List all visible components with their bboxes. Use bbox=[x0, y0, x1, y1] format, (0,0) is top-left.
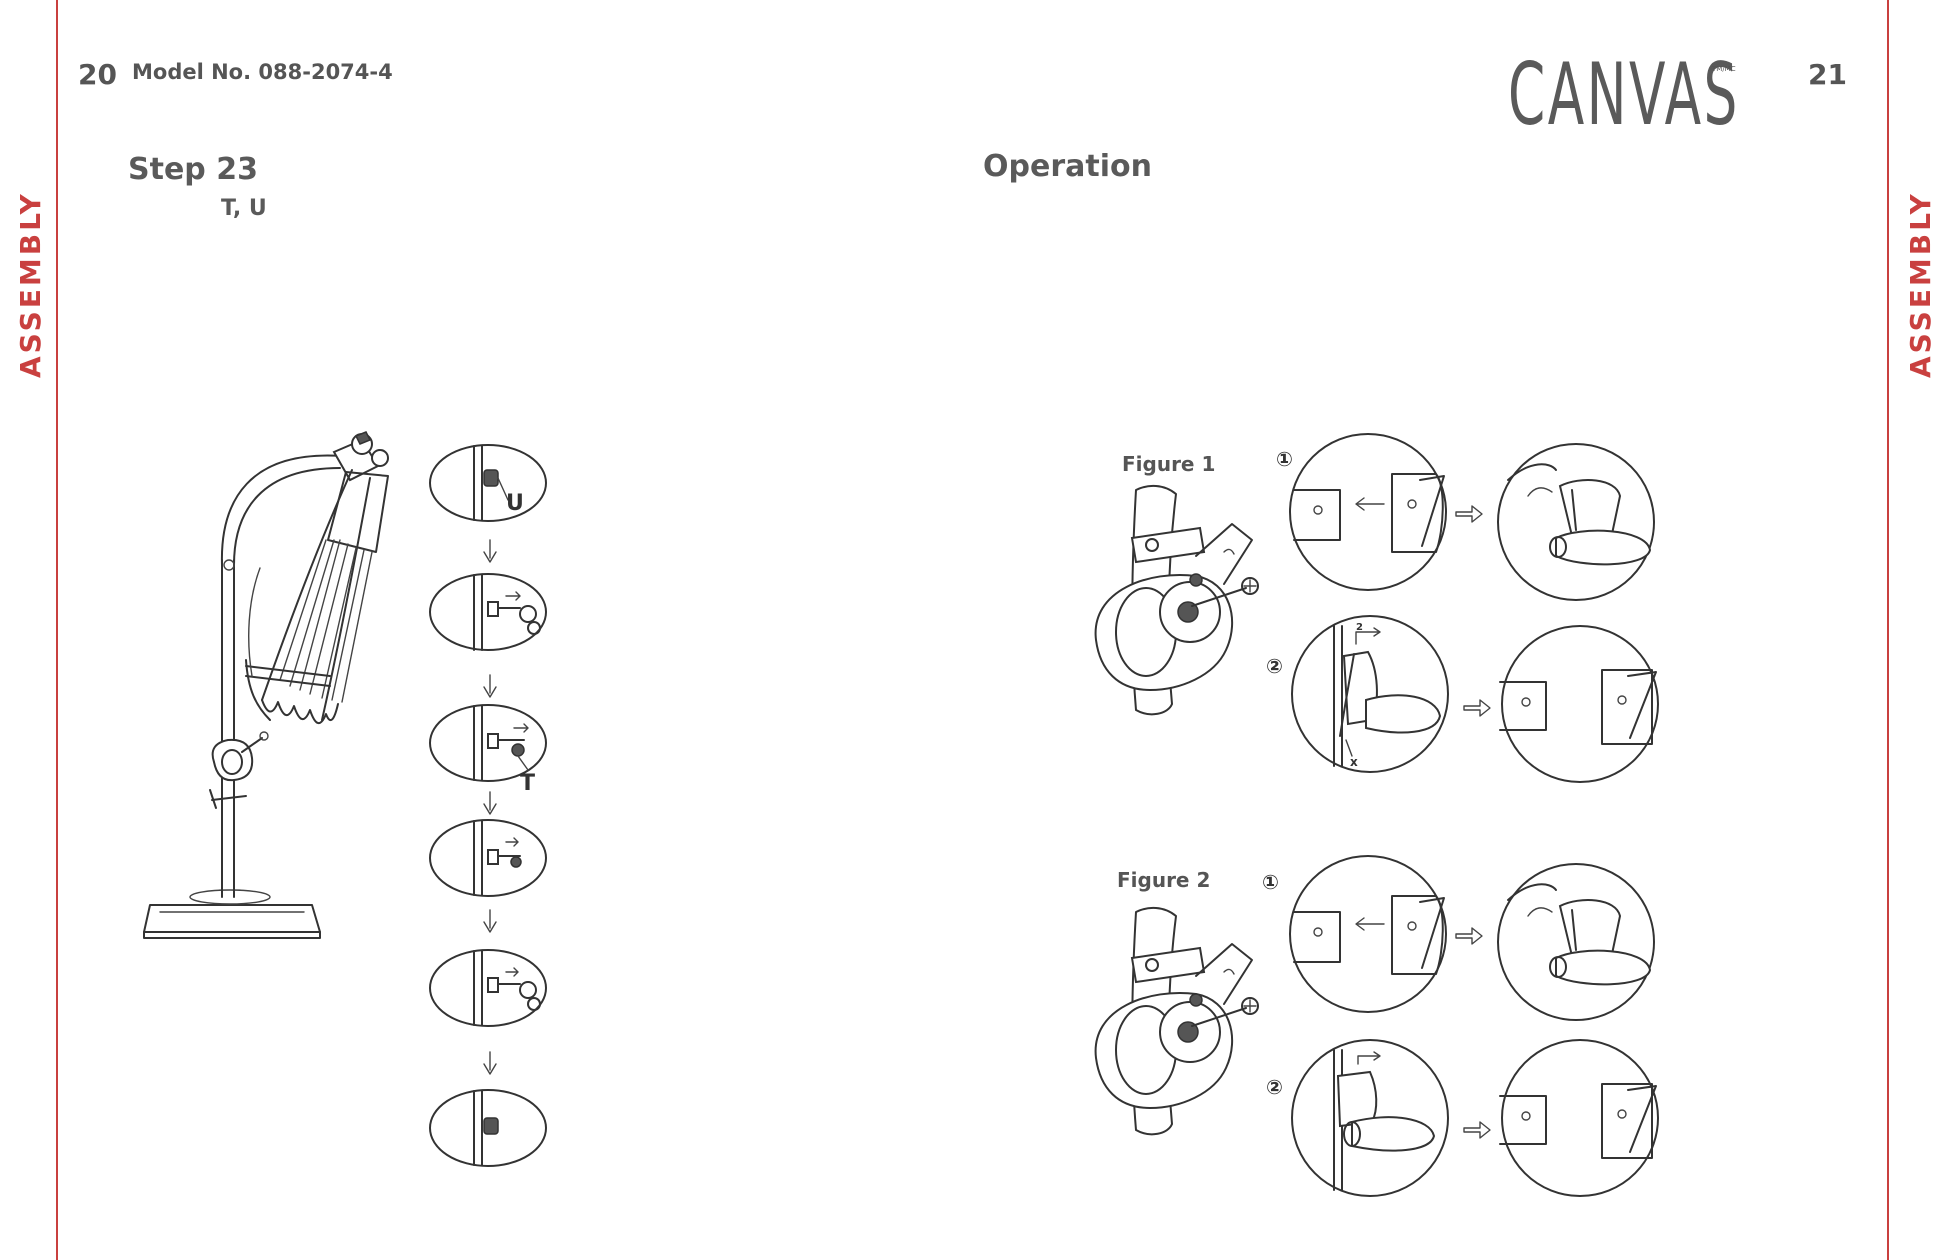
fig2-step2-marker: ② bbox=[1266, 1075, 1283, 1099]
fig1-step1-marker: ① bbox=[1276, 447, 1293, 471]
fig2-arrow-b bbox=[1464, 1122, 1490, 1138]
fig2-detail-release bbox=[1290, 856, 1446, 1012]
fig1-mark-x: x bbox=[1350, 755, 1358, 769]
fig1-detail-press bbox=[1292, 616, 1448, 772]
fig1-step2-marker: ② bbox=[1266, 654, 1283, 678]
fig2-detail-handle-up bbox=[1498, 864, 1654, 1020]
fig2-detail-press bbox=[1292, 1040, 1448, 1196]
fig2-step1-marker: ① bbox=[1262, 870, 1279, 894]
figure-1-crank-housing bbox=[1096, 486, 1258, 714]
fig1-mark-2: 2 bbox=[1356, 622, 1363, 633]
fig1-arrow-b bbox=[1464, 700, 1490, 716]
fig1-detail-handle-up bbox=[1498, 444, 1654, 600]
figure-2-crank-housing bbox=[1096, 908, 1258, 1134]
fig1-arrow-a bbox=[1456, 506, 1482, 522]
fig2-detail-locked bbox=[1500, 1040, 1658, 1196]
fig2-arrow-a bbox=[1456, 928, 1482, 944]
fig1-detail-release bbox=[1290, 434, 1446, 590]
fig1-detail-locked bbox=[1500, 626, 1658, 782]
